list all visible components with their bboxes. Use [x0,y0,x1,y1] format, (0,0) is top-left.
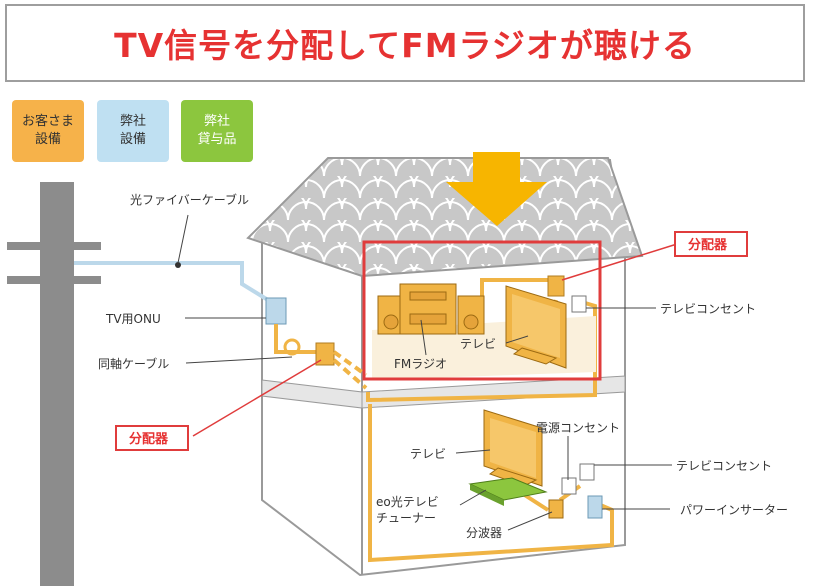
eo-tuner-label-line1: eo光テレビ [376,495,439,509]
splitter-top-label: 分配器 [688,237,728,253]
tv-outlet-lower-label: テレビコンセント [676,459,772,473]
power-outlet-device [561,477,577,495]
leader-tuner [459,489,487,506]
pole-crossarm-bottom [7,276,101,284]
splitter-top-label-box [674,231,748,257]
leader-tv-upper [505,335,529,344]
tv-outlet-lower-device [579,463,595,481]
tv-onu-device [265,297,287,325]
tv-lower-screen [490,418,536,478]
page-title: TV信号を分配してFMラジオが聴ける [114,26,696,65]
roof [246,157,644,278]
power-outlet-label: 電源コンセント [536,421,620,435]
lower-floor-wiring [368,404,614,563]
floor-divider-side [261,379,363,409]
eo-tuner-side [470,484,504,506]
red-leader-lines [192,243,678,437]
tv-upper-label: テレビ [460,337,496,351]
indoor-splitter-device [547,275,565,297]
tv-upper-screen [512,294,560,358]
fiber-cable [74,261,270,302]
leader-splitter-top [561,243,678,281]
coax-cable-outside [274,324,322,354]
wave-splitter-label: 分波器 [466,526,502,540]
tv-lower-label: テレビ [410,447,446,461]
fiber-label-pointer-dot [175,262,181,268]
upper-floor-wiring [366,298,597,403]
power-inserter-label: パワーインサーター [680,503,788,517]
coax-into-house-2 [332,350,368,377]
leader-wave-splitter [507,511,553,531]
legend-customer-equipment: お客さま 設備 [12,100,84,162]
splitter-outside-label-box [115,425,189,451]
eo-tuner-label-line2: チューナー [376,511,436,525]
leader-fm [420,319,427,356]
signal-down-arrow [446,152,547,226]
coax-coil [283,338,301,356]
highlight-frame [362,240,602,381]
tv-outlet-upper-device [571,295,587,313]
legend-company-equipment: 弊社 設備 [97,100,169,162]
wave-splitter-device [548,499,564,519]
tv-lower-device [483,409,543,487]
tv-outlet-upper-label: テレビコンセント [660,302,756,316]
utility-pole [7,182,101,586]
leader-fiber [177,214,189,264]
coax-cable-label: 同軸ケーブル [98,356,169,371]
tv-upper-device [505,285,567,369]
leader-lines [177,214,672,531]
fm-radio-label: FMラジオ [394,357,447,371]
leader-coax [185,356,293,364]
leader-tv-lower [455,449,491,454]
leader-splitter-outside [192,359,322,437]
coax-into-house [332,358,368,390]
title-box: TV信号を分配してFMラジオが聴ける [5,4,805,82]
legend-rental-equipment: 弊社 貸与品 [181,100,253,162]
power-inserter-device [587,495,603,519]
tv-onu-label: TV用ONU [105,312,161,326]
right-speaker-cone [463,314,479,330]
splitter-outside-label: 分配器 [129,431,169,447]
fiber-cable-label: 光ファイバーケーブル [130,192,249,207]
pole-crossarm-top [7,242,101,250]
left-speaker-cone [383,314,399,330]
stereo-deck [409,313,447,325]
stereo-display [409,291,447,301]
tv-upper-stand [512,347,558,365]
fm-radio-device [377,283,485,335]
eo-tuner-device [468,477,548,501]
